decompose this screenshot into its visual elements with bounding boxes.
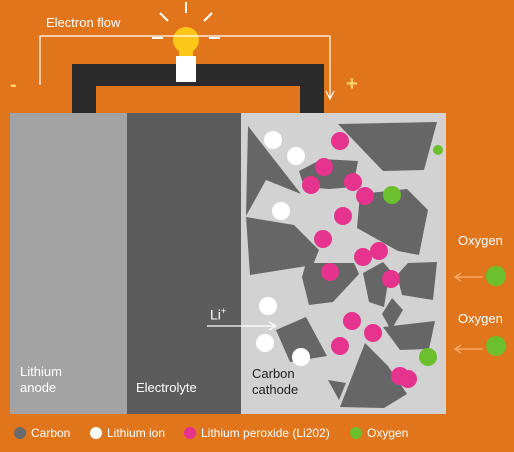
lithium-ion-particle <box>292 348 310 366</box>
anode-label-line1: Lithium <box>20 364 62 379</box>
carbon-particle <box>338 122 437 171</box>
oxygen-molecule-bottom <box>486 336 506 356</box>
lithium-ion-particle <box>259 297 277 315</box>
lithium-ions <box>256 131 310 366</box>
lithium-ion-particle <box>256 334 274 352</box>
lithium-peroxide-particle <box>354 248 372 266</box>
electrolyte-label: Electrolyte <box>136 380 197 395</box>
lithium-peroxide-particle <box>343 312 361 330</box>
legend-label-lithium-peroxide: Lithium peroxide (Li202) <box>201 426 330 440</box>
lithium-peroxide-particle <box>321 263 339 281</box>
oxygen-particles <box>383 145 506 366</box>
carbon-particle <box>340 343 407 408</box>
legend-label-lithium-ion: Lithium ion <box>107 426 166 440</box>
carbon-particle <box>246 126 301 216</box>
oxygen-particle <box>433 145 443 155</box>
positive-terminal-label: + <box>346 73 358 95</box>
carbon-particle <box>363 262 390 307</box>
oxygen-particle <box>383 186 401 204</box>
lithium-peroxide-particle <box>370 242 388 260</box>
lithium-ion-particle <box>272 202 290 220</box>
oxygen-molecule-top <box>486 266 506 286</box>
lithium-peroxide-particle <box>314 230 332 248</box>
carbon-particle <box>397 262 437 300</box>
carbon-particle <box>246 217 319 275</box>
lithium-peroxide-particle <box>334 207 352 225</box>
lithium-peroxide-particle <box>331 337 349 355</box>
lithium-ion-charge: + <box>220 306 227 316</box>
lithium-peroxide-particle <box>331 132 349 150</box>
lithium-peroxide-particle <box>364 324 382 342</box>
carbon-particle <box>302 263 359 305</box>
oxygen-swatch-icon <box>350 427 362 439</box>
cathode-label-line1: Carbon <box>252 366 295 381</box>
lithium-peroxide-particles <box>302 132 417 388</box>
carbon-particle <box>383 321 435 350</box>
carbon-particles <box>246 122 437 408</box>
oxygen-inflow-arrows <box>453 272 483 354</box>
lithium-ion-label: Li+ <box>210 303 226 323</box>
lithium-peroxide-particle <box>315 158 333 176</box>
lithium-peroxide-particle <box>302 176 320 194</box>
lithium-ion-swatch-icon <box>90 427 102 439</box>
carbon-particle <box>328 380 346 400</box>
carbon-swatch-icon <box>14 427 26 439</box>
lithium-peroxide-particle <box>382 270 400 288</box>
legend-label-carbon: Carbon <box>31 426 71 440</box>
carbon-particle <box>357 189 428 255</box>
electron-flow-label: Electron flow <box>46 15 121 30</box>
lithium-ion-particle <box>287 147 305 165</box>
lithium-peroxide-particle <box>399 370 417 388</box>
external-circuit-wire <box>72 64 324 117</box>
carbon-particle <box>382 298 403 330</box>
oxygen-particle <box>419 348 437 366</box>
oxygen-label-bottom: Oxygen <box>458 311 503 326</box>
lithium-ion-arrow <box>207 321 278 331</box>
lithium-peroxide-particle <box>356 187 374 205</box>
light-bulb-icon <box>152 2 220 82</box>
legend-label-oxygen: Oxygen <box>367 426 409 440</box>
cathode-label-line2: cathode <box>252 382 299 397</box>
lithium-peroxide-particle <box>344 173 362 191</box>
legend: Carbon Lithium ion Lithium peroxide (Li2… <box>0 422 514 444</box>
electrolyte <box>127 113 241 414</box>
oxygen-label-top: Oxygen <box>458 233 503 248</box>
negative-terminal-label: - <box>10 74 17 96</box>
electron-flow-arrow <box>39 35 335 101</box>
lithium-ion-particle <box>264 131 282 149</box>
carbon-particle <box>276 317 327 362</box>
anode-label-line2: anode <box>20 380 57 395</box>
lithium-ion-symbol: Li <box>210 306 221 323</box>
lithium-anode <box>10 113 127 414</box>
lithium-peroxide-swatch-icon <box>184 427 196 439</box>
